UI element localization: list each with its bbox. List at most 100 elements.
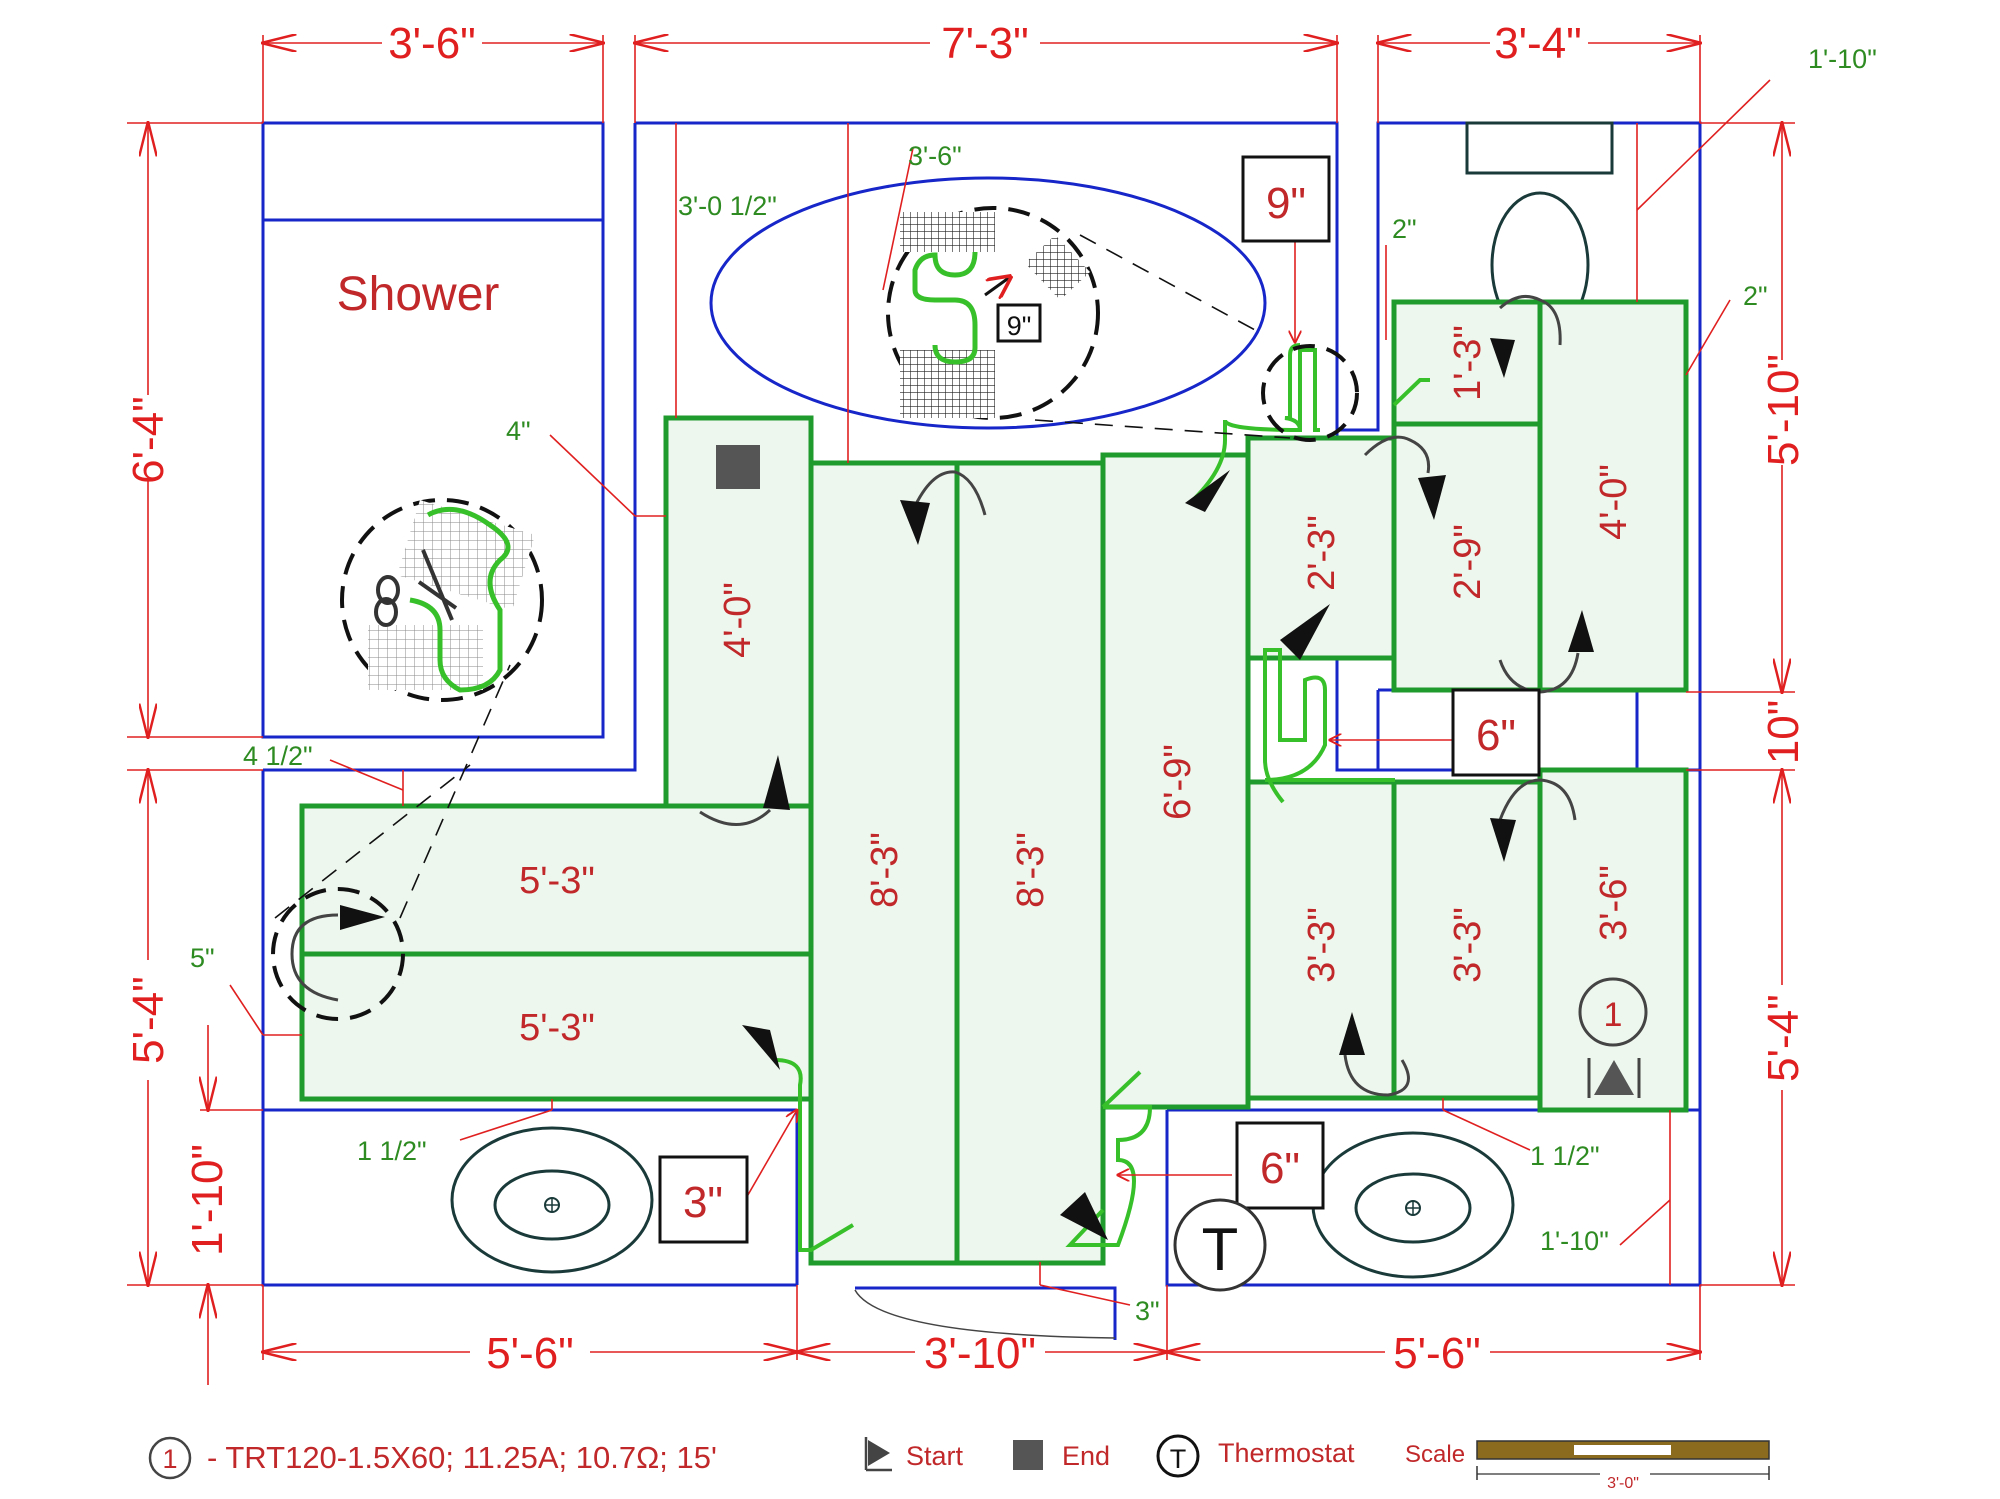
note-2-b: 2" <box>1743 281 1768 311</box>
note-1-half-left: 1 1/2" <box>357 1136 427 1166</box>
note-3: 3" <box>1135 1296 1160 1326</box>
spacing-box-6-bottom <box>1235 1121 1325 1210</box>
legend-circuit-icon <box>148 1436 192 1480</box>
mat-4-0-right <box>1537 299 1689 693</box>
closet-wall <box>1335 430 1700 772</box>
spacing-box-6-mid <box>1451 688 1541 777</box>
mat-label-2-9: 2'-9" <box>1447 524 1489 600</box>
door-swing <box>854 1289 1116 1339</box>
mat-label-3-3-b: 3'-3" <box>1447 907 1489 983</box>
fixtures <box>450 121 1614 1279</box>
spacing-9-label: 9" <box>1266 179 1306 228</box>
mat-8-3-a <box>808 460 960 1266</box>
turn-arrows <box>699 294 1594 1240</box>
note-1-half-right: 1 1/2" <box>1530 1141 1600 1171</box>
spacing-box-9 <box>1241 155 1331 243</box>
legend: 1 - TRT120-1.5X60; 11.25A; 10.7Ω; 15' St… <box>148 1434 1770 1492</box>
inset-detail: 9" <box>709 176 1359 442</box>
start-arrow-icon <box>340 905 385 930</box>
arrow-up-right-icon <box>1280 604 1330 660</box>
room-shower: Shower <box>337 268 500 321</box>
mat-label-8-3-b: 8'-3" <box>1010 832 1052 908</box>
legend-start-icon <box>868 1440 890 1466</box>
thermostat-marker <box>1173 1198 1267 1292</box>
note-3-0-half: 3'-0 1/2" <box>678 191 777 221</box>
mat-3-6 <box>1537 767 1689 1113</box>
sink-left-inner <box>493 1169 611 1241</box>
mat-6-9 <box>1100 452 1251 1110</box>
arrow-down-icon <box>1418 475 1446 520</box>
dim-left-lower: 5'-4" <box>124 976 173 1064</box>
mat-5-3-top <box>299 803 814 957</box>
mat-label-6-9: 6'-9" <box>1157 744 1199 820</box>
legend-thermostat-symbol: T <box>1170 1444 1187 1474</box>
cable-runs <box>774 343 1430 1252</box>
dim-bottom-left: 5'-6" <box>486 1329 574 1378</box>
toilet-tank <box>1465 121 1614 175</box>
shower-cut-detail <box>340 498 544 702</box>
note-4: 4" <box>506 416 531 446</box>
dim-top-far-right: 1'-10" <box>1808 44 1877 74</box>
arrow-down-icon <box>1490 818 1516 862</box>
note-3-6: 3'-6" <box>908 141 962 171</box>
arrow-down-icon <box>1490 338 1515 378</box>
note-2-a: 2" <box>1392 214 1417 244</box>
arrow-up-left-icon <box>742 1025 780 1070</box>
door-opening <box>855 1286 1117 1340</box>
mat-label-4-0-right: 4'-0" <box>1593 464 1635 540</box>
dimension-lines <box>127 35 1795 1385</box>
end-marker <box>716 445 760 489</box>
mat-label-5-3-bottom: 5'-3" <box>519 1007 595 1049</box>
dim-top-left: 3'-6" <box>388 19 476 68</box>
legend-thermostat-label: Thermostat <box>1218 1438 1355 1468</box>
spacing-box-3 <box>658 1155 749 1244</box>
inset-9-label: 9" <box>1007 311 1032 341</box>
legend-thermostat-icon <box>1156 1434 1200 1478</box>
arrow-down-icon <box>900 500 930 545</box>
dim-top-right: 3'-4" <box>1494 19 1582 68</box>
spacing-6-bottom-label: 6" <box>1260 1144 1300 1193</box>
mat-3-3-a <box>1245 779 1397 1101</box>
arrow-up-icon <box>1568 610 1594 652</box>
mat-label-3-3-a: 3'-3" <box>1301 907 1343 983</box>
mat-3-3-b <box>1391 779 1543 1101</box>
arrow-up-icon <box>763 755 790 810</box>
arrow-up-icon <box>1339 1012 1365 1055</box>
mat-label-5-3-top: 5'-3" <box>519 860 595 902</box>
inset-ellipse <box>709 176 1267 430</box>
dim-top-mid: 7'-3" <box>941 19 1029 68</box>
start-detail <box>271 664 511 1021</box>
mat-2-3 <box>1245 435 1397 661</box>
spacing-3-label: 3" <box>683 1178 723 1227</box>
note-5: 5" <box>190 943 215 973</box>
thermostat-symbol: T <box>1202 1216 1239 1283</box>
shower-wall <box>261 121 605 739</box>
start-triangle-icon <box>1594 1060 1634 1095</box>
dim-right-lower: 5'-4" <box>1759 994 1808 1082</box>
sink-right-inner <box>1354 1172 1472 1244</box>
legend-circuit-number: 1 <box>162 1444 177 1474</box>
arrow-down-left-icon <box>1185 470 1230 512</box>
dim-right-upper: 5'-10" <box>1759 354 1808 466</box>
scissors-icon <box>376 575 400 605</box>
mat-label-4-0-left: 4'-0" <box>717 582 759 658</box>
note-1-10-right: 1'-10" <box>1540 1226 1609 1256</box>
dim-left-upper: 6'-4" <box>124 396 173 484</box>
legend-start-label: Start <box>906 1441 964 1471</box>
dim-bottom-right: 5'-6" <box>1393 1329 1481 1378</box>
legend-scale-label: Scale <box>1405 1441 1465 1468</box>
dim-left-bottom: 1'-10" <box>183 1144 232 1256</box>
legend-end-icon <box>1013 1440 1043 1470</box>
dim-right-mid: 10" <box>1759 700 1808 765</box>
mat-8-3-b <box>954 460 1106 1266</box>
mat-label-3-6: 3'-6" <box>1593 865 1635 941</box>
legend-end-label: End <box>1062 1441 1110 1471</box>
mat-label-1-3: 1'-3" <box>1447 325 1489 401</box>
circuit-number: 1 <box>1604 996 1623 1034</box>
mat-2-9 <box>1391 421 1543 693</box>
mat-label-8-3-a: 8'-3" <box>864 832 906 908</box>
walls <box>261 121 1702 1340</box>
mat-5-3-bottom <box>299 951 814 1102</box>
circuit-marker <box>1578 977 1648 1047</box>
